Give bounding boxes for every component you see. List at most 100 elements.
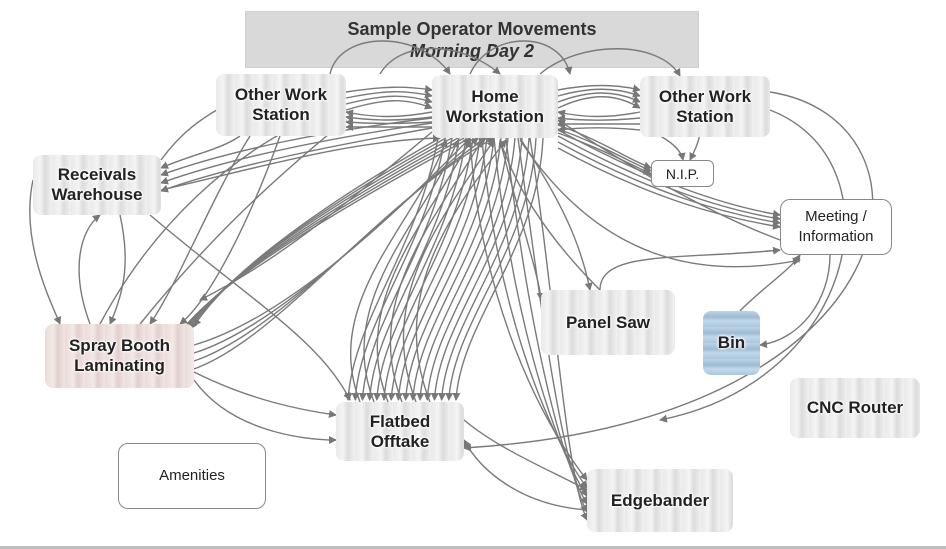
movement-arrow (78, 214, 101, 325)
movement-arrow (345, 95, 433, 105)
movement-arrow (389, 139, 483, 403)
node-nip: N.I.P. (651, 160, 714, 187)
movement-arrow (351, 137, 446, 401)
movement-arrow (529, 137, 588, 521)
movement-arrow (345, 90, 433, 99)
movement-arrow (387, 137, 481, 401)
movement-arrow (394, 137, 488, 401)
movement-arrow (557, 88, 641, 98)
node-label: Bin (717, 333, 746, 352)
node-other-work-station-left: Other Work Station (216, 74, 346, 136)
movement-arrow (160, 127, 433, 193)
movement-arrow (452, 137, 544, 401)
movement-arrow (463, 419, 588, 491)
node-amenities: Amenities (118, 443, 266, 509)
movement-arrow (139, 119, 347, 325)
node-label: Meeting / Information (798, 208, 874, 245)
node-panel-saw: Panel Saw (541, 290, 675, 355)
node-home-workstation: Home Workstation (432, 75, 558, 138)
movement-arrow (463, 91, 874, 452)
node-label: Home Workstation (446, 86, 544, 126)
movement-arrow (416, 137, 509, 401)
movement-arrow (160, 117, 433, 177)
diagram-title: Sample Operator Movements (347, 19, 597, 39)
movement-arrow (160, 134, 441, 191)
movement-arrow (193, 137, 495, 370)
movement-arrow (430, 137, 523, 401)
movement-arrow (193, 379, 337, 444)
movement-arrow (379, 47, 501, 75)
movement-arrow (759, 254, 831, 349)
movement-arrow (499, 139, 545, 301)
movement-arrow (193, 137, 441, 327)
diagram-subtitle: Morning Day 2 (409, 41, 534, 61)
node-cnc-router: CNC Router (790, 378, 920, 438)
movement-arrow (498, 139, 601, 291)
movement-arrow (415, 139, 507, 403)
node-spray-booth-laminating: Spray Booth Laminating (45, 324, 194, 388)
node-label: Panel Saw (565, 312, 651, 332)
movement-arrow (557, 114, 641, 123)
movement-arrow (185, 137, 453, 333)
movement-arrow (366, 137, 460, 401)
movement-arrow (423, 137, 516, 401)
node-label: Other Work Station (234, 85, 328, 124)
movement-arrow (557, 135, 781, 222)
movement-arrow (109, 214, 126, 325)
node-label: Spray Booth Laminating (68, 336, 171, 375)
movement-arrow (160, 135, 241, 169)
diagram-title-box: Sample Operator Movements Morning Day 2 (245, 11, 699, 68)
node-edgebander: Edgebander (587, 469, 733, 532)
node-label: Flatbed Offtake (369, 411, 431, 451)
movement-arrow (469, 40, 573, 75)
movement-arrow (376, 139, 471, 403)
movement-arrow (599, 246, 781, 291)
movement-arrow (557, 124, 652, 170)
movement-arrow (193, 371, 337, 418)
movement-arrow (179, 135, 281, 325)
movement-arrow (539, 48, 681, 77)
movement-arrow (519, 139, 801, 268)
movement-arrow (557, 109, 641, 118)
node-label: Other Work Station (658, 86, 752, 126)
movement-arrow (557, 125, 641, 134)
node-bin: Bin (703, 311, 760, 375)
movement-arrow (160, 122, 433, 185)
movement-arrow (557, 96, 641, 109)
movement-arrow (557, 141, 781, 226)
movement-arrow (463, 439, 588, 511)
movement-arrow (445, 137, 537, 401)
movement-arrow (345, 85, 433, 93)
movement-arrow (557, 92, 641, 103)
node-label: N.I.P. (665, 165, 700, 182)
movement-arrow (557, 84, 641, 93)
movement-arrow (189, 137, 447, 330)
movement-arrow (177, 137, 465, 339)
movement-arrow (409, 137, 502, 401)
movement-arrow (345, 113, 433, 122)
movement-arrow (659, 109, 846, 423)
movement-arrow (345, 109, 433, 118)
node-meeting-information: Meeting / Information (780, 199, 892, 255)
movement-arrow (149, 214, 351, 401)
node-label: Edgebander (610, 490, 710, 510)
node-label: Receivals Warehouse (51, 165, 143, 204)
node-other-work-station-right: Other Work Station (640, 76, 770, 137)
node-label: Amenities (159, 467, 225, 484)
movement-arrow (181, 137, 459, 336)
movement-arrow (739, 254, 801, 312)
movement-arrow (519, 137, 593, 291)
movement-arrow (557, 129, 781, 218)
movement-arrow (29, 179, 61, 325)
movement-arrow (557, 147, 781, 230)
movement-arrow (199, 131, 433, 301)
node-receivals-warehouse: Receivals Warehouse (33, 155, 161, 215)
movement-arrow (345, 100, 433, 111)
movement-arrow (349, 139, 448, 403)
movement-arrow (149, 135, 251, 325)
movement-arrow (557, 132, 652, 175)
node-flatbed-offtake: Flatbed Offtake (336, 402, 464, 461)
movement-arrow (329, 40, 451, 75)
